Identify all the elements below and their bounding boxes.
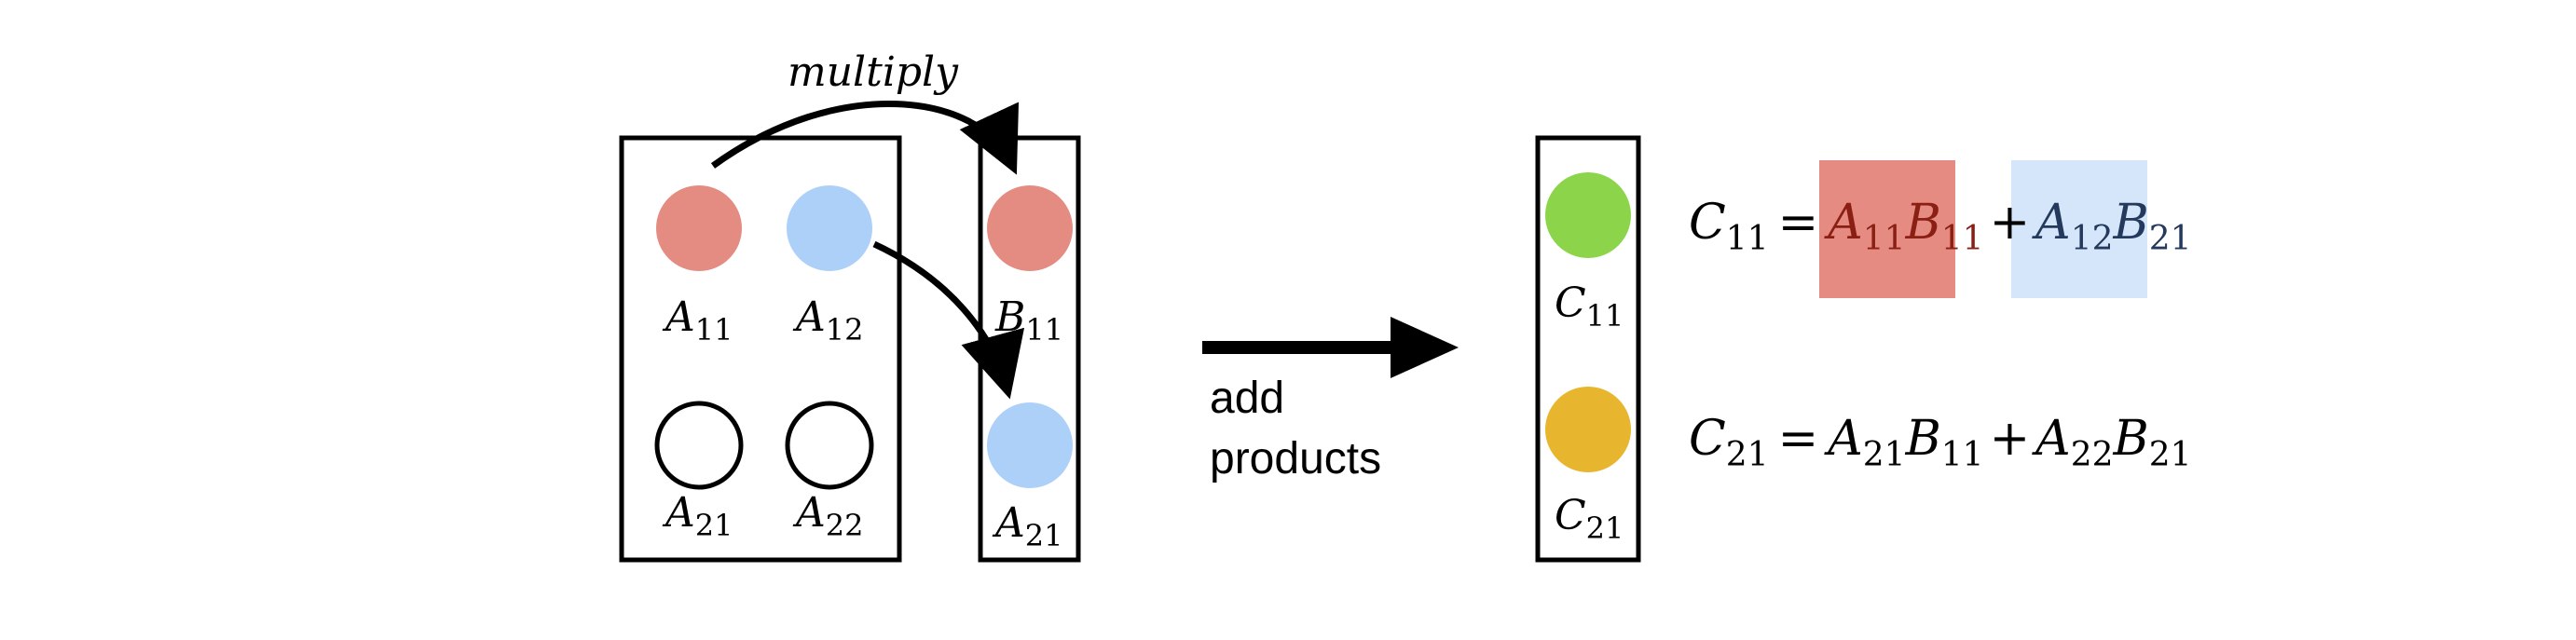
a11-circle bbox=[656, 185, 742, 271]
b11-label: B11 bbox=[994, 293, 1063, 347]
a12-label: A12 bbox=[792, 293, 864, 347]
a12-circle bbox=[787, 185, 872, 271]
multiply-label: multiply bbox=[788, 48, 959, 96]
equation-2: C21=A21B11+A22B21 bbox=[1689, 411, 2192, 474]
eq1-term2-highlight bbox=[2011, 160, 2147, 298]
add-products-arrowhead bbox=[1391, 317, 1459, 378]
b21-label: A21 bbox=[992, 499, 1063, 553]
c21-label: C21 bbox=[1555, 492, 1624, 546]
a21-label: A21 bbox=[662, 489, 733, 543]
b21-circle bbox=[987, 402, 1073, 488]
vector-c-box bbox=[1535, 135, 1641, 563]
add-label: add bbox=[1210, 374, 1284, 423]
c21-circle bbox=[1545, 387, 1631, 472]
products-label: products bbox=[1210, 434, 1381, 483]
a22-circle bbox=[785, 401, 874, 490]
equation-1: C11=A11B11+A12B21 bbox=[1689, 195, 2192, 258]
multiply-arrow-top bbox=[710, 100, 1019, 175]
c11-circle bbox=[1545, 172, 1631, 258]
eq1-term1-highlight bbox=[1819, 160, 1955, 298]
c11-label: C11 bbox=[1555, 279, 1624, 334]
b11-circle bbox=[987, 185, 1073, 271]
a22-label: A22 bbox=[792, 489, 864, 543]
a11-label: A11 bbox=[662, 293, 733, 347]
multiply-arrow-lower bbox=[872, 240, 1025, 400]
a21-circle bbox=[654, 401, 744, 490]
